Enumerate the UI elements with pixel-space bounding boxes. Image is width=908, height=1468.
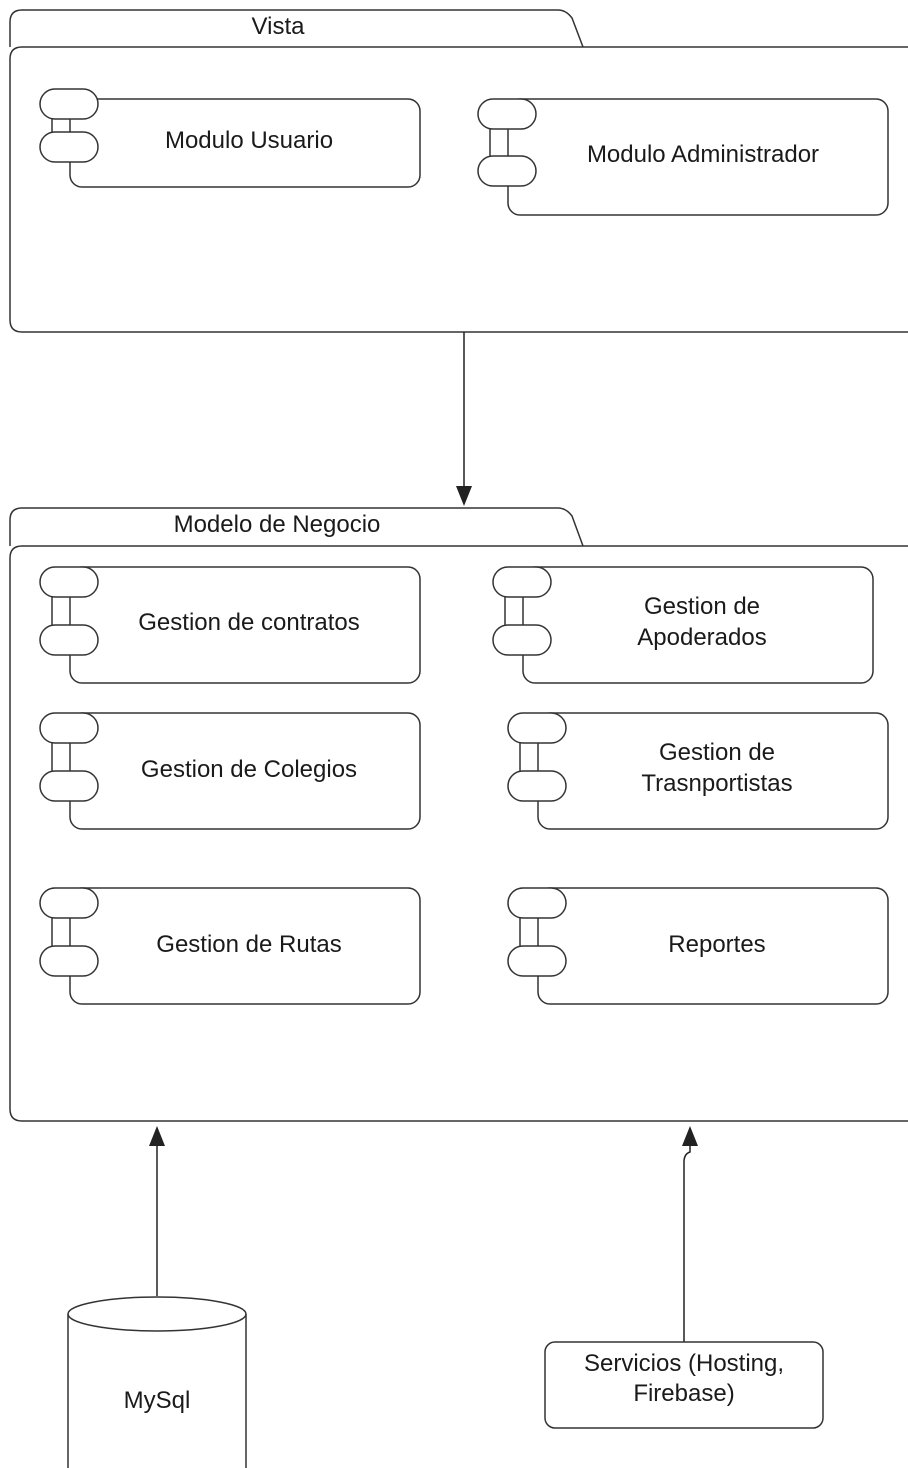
database-cylinder-top: [67, 1296, 247, 1332]
component-reportes[interactable]: Reportes: [507, 887, 889, 1005]
component-label: Gestion de contratos: [138, 609, 359, 636]
component-port-icon: [39, 945, 99, 977]
package-modelo-de-negocio: Modelo de Negocio: [9, 507, 908, 1122]
component-port-icon: [477, 155, 537, 187]
package-modelo-tab: [9, 507, 584, 547]
arrowhead-icon: [456, 486, 472, 506]
component-label: Apoderados: [637, 624, 766, 651]
component-port-icon: [39, 131, 99, 163]
component-port-icon: [39, 624, 99, 656]
package-vista: Vista: [9, 9, 908, 333]
component-port-icon: [492, 624, 552, 656]
component-port-icon: [39, 566, 99, 598]
dependency-vista-to-modelo: [456, 332, 472, 506]
arrowhead-icon: [149, 1126, 165, 1146]
servicios-box: [544, 1341, 824, 1429]
component-modulo-administrador[interactable]: Modulo Administrador: [477, 98, 889, 216]
component-port-icon: [39, 887, 99, 919]
database-cylinder-body: [67, 1314, 247, 1468]
component-port-icon: [39, 770, 99, 802]
component-port-icon: [477, 98, 537, 130]
database-mysql[interactable]: MySql: [67, 1296, 247, 1468]
dependency-mysql-to-modelo: [149, 1126, 165, 1296]
component-port-icon: [507, 712, 567, 744]
component-label: Trasnportistas: [641, 770, 792, 797]
component-gestion-rutas[interactable]: Gestion de Rutas: [39, 887, 421, 1005]
dependency-servicios-to-modelo: [682, 1126, 698, 1342]
package-vista-tab: [9, 9, 584, 48]
component-label: Gestion de Rutas: [156, 931, 341, 958]
component-gestion-contratos[interactable]: Gestion de contratos: [39, 566, 421, 684]
component-port-icon: [39, 712, 99, 744]
component-label: Gestion de: [644, 593, 760, 620]
component-label: Modulo Usuario: [165, 127, 333, 154]
servicios-label-line-2: Firebase): [633, 1380, 734, 1407]
arrowhead-icon: [682, 1126, 698, 1146]
component-port-icon: [492, 566, 552, 598]
component-label: Modulo Administrador: [587, 141, 819, 168]
component-label: Reportes: [668, 931, 765, 958]
component-modulo-usuario[interactable]: Modulo Usuario: [39, 88, 421, 188]
package-vista-label: Vista: [252, 13, 306, 40]
servicios-node[interactable]: Servicios (Hosting, Firebase): [544, 1341, 824, 1429]
component-label: Gestion de: [659, 739, 775, 766]
component-gestion-apoderados[interactable]: Gestion de Apoderados: [492, 566, 874, 684]
package-vista-body: [9, 46, 908, 333]
servicios-label-line-1: Servicios (Hosting,: [584, 1350, 784, 1377]
component-port-icon: [507, 945, 567, 977]
component-port-icon: [507, 887, 567, 919]
component-gestion-colegios[interactable]: Gestion de Colegios: [39, 712, 421, 830]
component-port-icon: [39, 88, 99, 120]
package-modelo-label: Modelo de Negocio: [174, 511, 381, 538]
package-modelo-body: [9, 545, 908, 1122]
database-label: MySql: [124, 1387, 191, 1414]
component-gestion-trasnportistas[interactable]: Gestion de Trasnportistas: [507, 712, 889, 830]
component-port-icon: [507, 770, 567, 802]
connector-line: [683, 1144, 691, 1342]
component-label: Gestion de Colegios: [141, 756, 357, 783]
